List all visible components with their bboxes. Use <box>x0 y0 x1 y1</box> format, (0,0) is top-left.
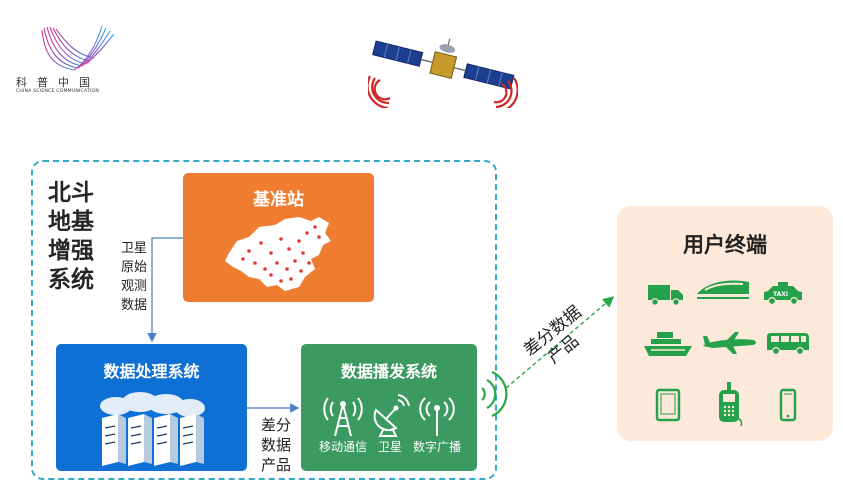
system-title-line: 增强 <box>48 238 94 264</box>
cell-tower-icon <box>323 397 363 437</box>
server-cloud-icon <box>100 392 205 466</box>
bus-icon <box>767 333 809 356</box>
terminal-title: 用户终端 <box>683 233 767 257</box>
kepu-logo: 科普中国 CHINA SCIENCE COMMUNICATION <box>14 22 138 102</box>
raw-data-label-line: 观测 <box>120 279 147 294</box>
phone-icon <box>779 388 797 422</box>
logo-english-text: CHINA SCIENCE COMMUNICATION <box>16 89 99 94</box>
broadcast-signal-icon <box>481 370 508 418</box>
china-map-icon <box>225 217 331 291</box>
taxi-icon: TAXI <box>762 282 804 306</box>
system-title: 北斗 地基 增强 系统 <box>48 179 108 295</box>
satellite-illustration <box>366 36 519 114</box>
broadcast-item-label: 移动通信 <box>318 440 367 454</box>
truck-icon <box>648 285 683 306</box>
train-icon <box>697 280 749 299</box>
raw-data-label: 卫星 原始 观测 数据 <box>114 239 154 315</box>
system-title-line: 系统 <box>48 267 94 293</box>
satellite-icon <box>366 38 519 114</box>
ship-icon <box>644 332 692 356</box>
broadcast-item-label: 卫星 <box>377 440 402 454</box>
user-terminal-box: 用户终端 TAXI <box>617 206 833 441</box>
broadcast-title: 数据播发系统 <box>340 362 437 381</box>
diff-label-line: 数据 <box>260 436 291 454</box>
data-processing-box: 数据处理系统 <box>56 344 247 471</box>
logo-chinese-text: 科普中国 <box>16 76 100 89</box>
diff-data-label-right: 差分数据 产品 <box>520 302 610 405</box>
broadcast-item-satellite: 卫星 <box>365 394 415 454</box>
satellite-dish-icon <box>373 394 410 437</box>
beidou-system-frame <box>31 160 497 480</box>
tablet-icon <box>655 388 681 422</box>
logo-ribbon-icon <box>41 25 115 71</box>
raw-data-label-line: 卫星 <box>120 241 147 256</box>
diff-label-line: 产品 <box>260 456 291 474</box>
base-to-processing-arrow <box>147 237 183 343</box>
data-broadcast-box: 数据播发系统 移动通信 卫星 <box>301 344 477 471</box>
taxi-label: TAXI <box>773 291 789 298</box>
broadcast-antenna-icon <box>419 397 455 436</box>
handheld-receiver-icon <box>719 382 743 426</box>
broadcast-item-label: 数字广播 <box>412 440 461 454</box>
raw-data-label-line: 数据 <box>120 298 147 313</box>
diff-data-label-left: 差分 数据 产品 <box>254 415 298 475</box>
diff-label-line: 差分 <box>260 416 291 434</box>
processing-title: 数据处理系统 <box>103 362 200 381</box>
system-title-line: 地基 <box>48 209 94 235</box>
broadcast-to-terminal-arrow <box>505 296 615 389</box>
airplane-icon <box>703 332 756 354</box>
base-station-box: 基准站 <box>183 173 374 302</box>
broadcast-item-mobile: 移动通信 <box>318 394 368 454</box>
system-title-line: 北斗 <box>48 180 94 206</box>
raw-data-label-line: 原始 <box>120 260 147 275</box>
base-station-title: 基准站 <box>253 190 304 210</box>
broadcast-item-digital: 数字广播 <box>412 394 462 454</box>
